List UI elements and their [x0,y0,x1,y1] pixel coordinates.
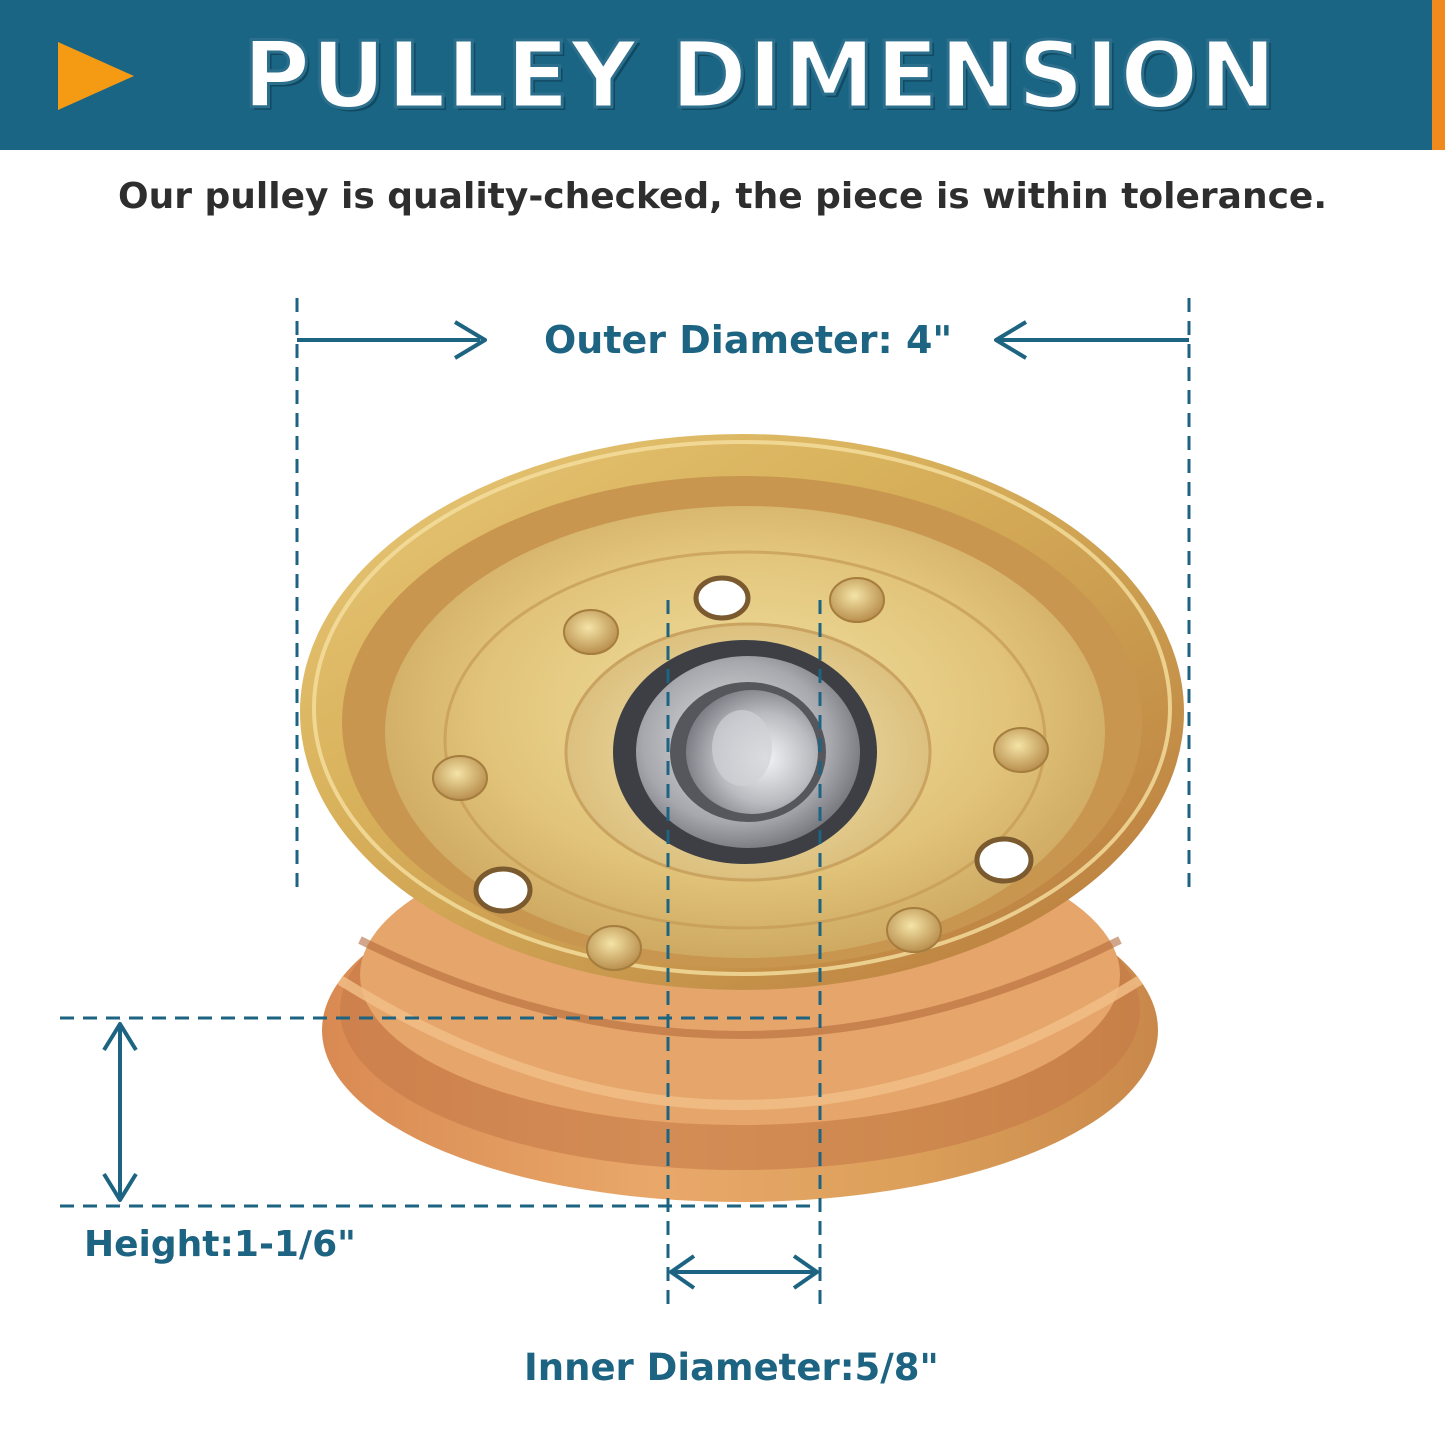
bolt-icon [586,925,642,971]
hole-icon [974,836,1034,884]
inner-right-arrow-head-icon [792,1254,819,1290]
play-triangle-icon [58,42,134,110]
height-label: Height:1-1/6" [84,1224,356,1265]
pulley-holes [473,575,1034,914]
bolt-icon [563,609,619,655]
outer-diameter-dimension [295,298,1191,890]
pulley-upper-flange [300,434,1184,990]
inner-diameter-label: Inner Diameter:5/8" [524,1346,939,1389]
height-down-arrow-head-icon [102,1172,138,1202]
bolt-icon [829,577,885,623]
pulley-bolts [432,577,1049,971]
page-title: PULLEY DIMENSION [241,20,1278,130]
bolt-icon [993,727,1049,773]
height-up-arrow-head-icon [102,1022,138,1052]
hole-icon [473,866,533,914]
hole-icon [693,575,751,621]
height-dimension [60,1016,812,1208]
bearing [613,640,877,864]
banner-accent-edge [1432,0,1445,150]
inner-diameter-dimension [666,600,822,1312]
header-banner [0,0,1445,150]
outer-right-arrow-head-icon [994,320,1028,360]
outer-left-arrow-head-icon [453,320,487,360]
subtitle: Our pulley is quality-checked, the piece… [117,176,1328,217]
bolt-icon [432,755,488,801]
outer-diameter-label: Outer Diameter: 4" [544,318,953,362]
inner-left-arrow-head-icon [669,1254,696,1290]
bolt-icon [886,907,942,953]
